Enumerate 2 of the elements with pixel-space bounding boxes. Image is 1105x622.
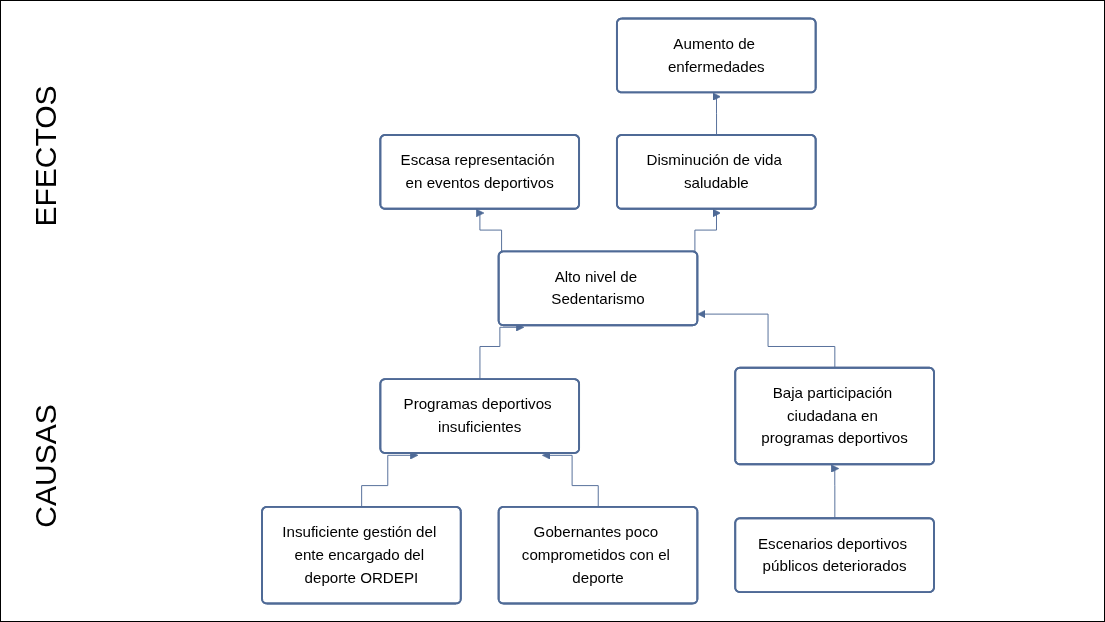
section-label: CAUSAS xyxy=(29,404,63,528)
section-label: EFECTOS xyxy=(29,85,63,227)
